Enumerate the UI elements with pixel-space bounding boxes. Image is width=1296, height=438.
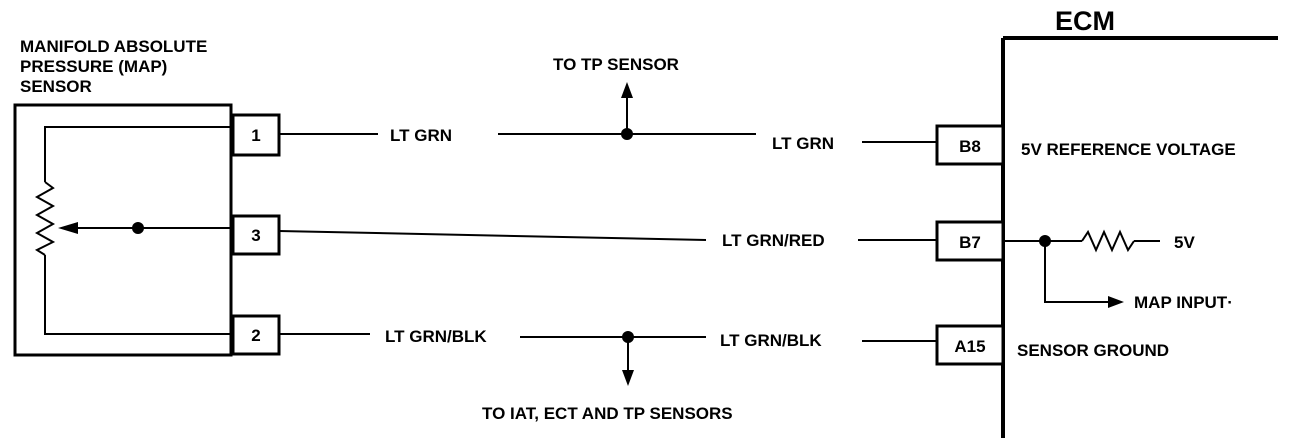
branch-top-label: TO TP SENSOR [553,55,679,74]
sensor-pin-2-box [231,314,281,356]
potentiometer-resistor [34,181,56,256]
wire-5v-reference [279,133,937,143]
ecm-pin-a15-function: SENSOR GROUND [1017,341,1169,360]
sensor-title-line-3: SENSOR [20,77,92,96]
wire-sensor-ground [279,333,937,342]
ecm-pin-b7-label: B7 [959,233,981,252]
sensor-pin-3-box [231,214,281,256]
map-sensor-body [13,103,233,357]
ecm-pin-b7-box [935,220,1005,262]
wire-3-color: LT GRN/RED [722,231,825,250]
sensor-pin-2-label: 2 [251,326,260,345]
branch-to-iat-ect-tp [622,331,634,386]
sensor-title-line-2: PRESSURE (MAP) [20,57,167,76]
ecm-pin-b8-function: 5V REFERENCE VOLTAGE [1021,140,1236,159]
wire-map-signal [278,230,937,241]
branch-to-tp-sensor [621,82,633,140]
ecm-pin-a15-label: A15 [954,337,985,356]
ecm-pin-b8-box [935,124,1005,166]
ecm-junction-dot [1039,235,1051,247]
wire-2-color-left: LT GRN/BLK [385,327,487,346]
sensor-pin-3-label: 3 [251,226,260,245]
wire-1-color-left: LT GRN [390,126,452,145]
ecm-internal-circuit [1003,229,1160,303]
sensor-pin-1-box [231,113,281,157]
ecm-supply-label: 5V [1174,233,1195,252]
potentiometer-wiper-arrow [58,222,233,234]
wire-2-color-right: LT GRN/BLK [720,331,822,350]
sensor-title-line-1: MANIFOLD ABSOLUTE [20,37,207,56]
ecm-title: ECM [1055,6,1115,36]
wire-1-color-right: LT GRN [772,134,834,153]
branch-bottom-label: TO IAT, ECT AND TP SENSORS [482,404,733,423]
sensor-pin-1-label: 1 [251,126,260,145]
map-input-label: MAP INPUT· [1134,293,1233,312]
map-input-arrow-icon [1108,296,1124,308]
ecm-pin-b8-label: B8 [959,137,981,156]
ecm-pin-a15-box [935,324,1005,366]
